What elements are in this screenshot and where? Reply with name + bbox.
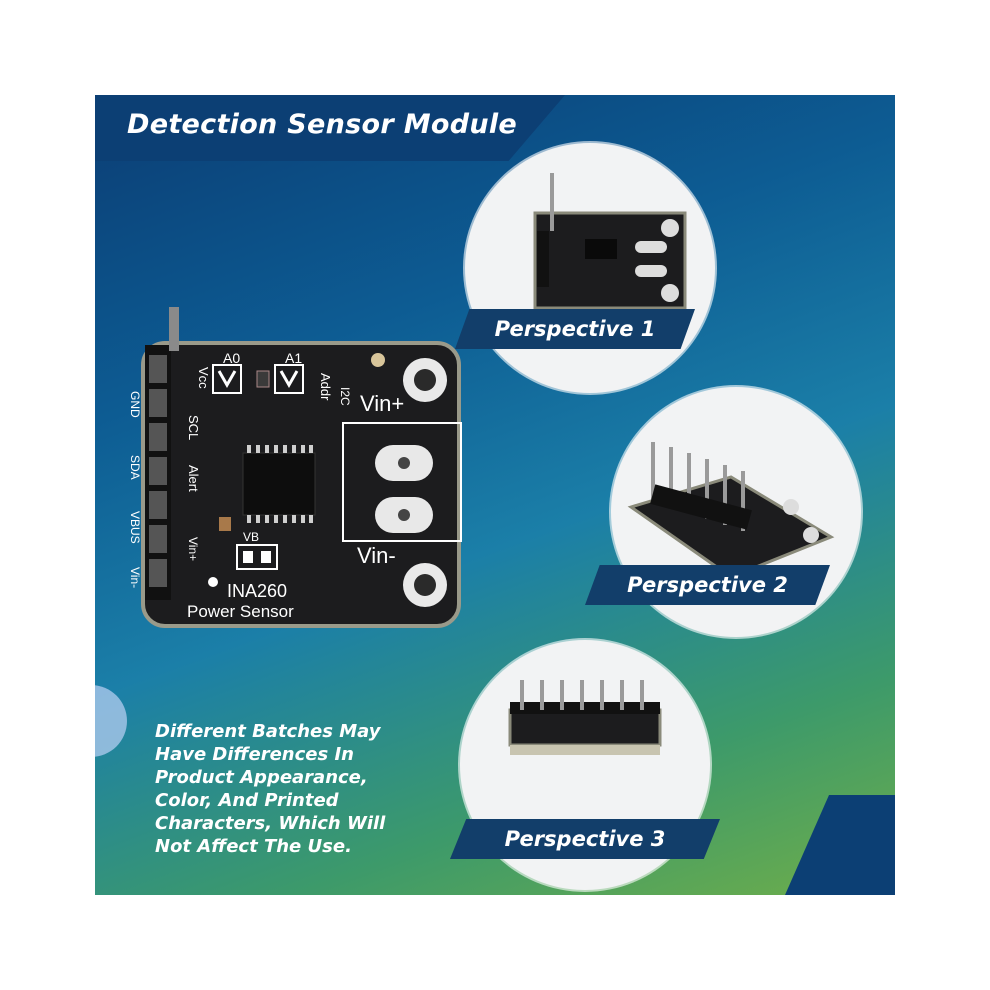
decorative-circle [95,685,127,757]
label-alert: Alert [186,465,201,492]
label-vcc: Vcc [196,367,211,389]
note-line: Product Appearance, [155,767,368,788]
board-view-3 [508,680,662,755]
board-view-2 [627,442,835,579]
label-vin-minus: Vin- [357,543,396,568]
perspective-1-band: Perspective 1 [455,309,695,349]
perspective-1-label: Perspective 1 [494,317,656,341]
jumper-a0 [212,364,242,394]
header-pin [169,307,179,351]
ina260-chip [242,452,316,516]
label-chip-name: INA260 [227,581,287,601]
perspective-2-label: Perspective 2 [627,573,788,597]
product-infographic: Detection Sensor Module [95,95,895,895]
jumper-a1 [274,364,304,394]
perspective-2-band: Perspective 2 [585,565,830,605]
pin-label-vbus: VBUS [128,511,142,544]
disclaimer-note: Different Batches May Have Differences I… [155,720,425,858]
note-line: Have Differences In [155,744,354,765]
decorative-corner [785,795,895,895]
pin-label-sda: SDA [128,455,142,480]
pin-label-vin-minus: Vin- [128,567,142,588]
label-addr: Addr [318,373,333,401]
note-line: Characters, Which Will [155,813,386,834]
label-a0: A0 [223,350,240,366]
page-title: Detection Sensor Module [127,109,518,140]
label-product: Power Sensor [187,602,294,621]
label-vinp-small: Vin+ [186,537,200,561]
label-scl: SCL [186,415,201,440]
perspective-1-image [465,143,715,393]
pin-label-gnd: GND [128,391,142,418]
label-vb: VB [243,530,259,544]
perspective-3-label: Perspective 3 [504,827,666,851]
terminal-outline [342,422,462,542]
label-vin-plus: Vin+ [360,391,404,416]
title-banner [95,95,565,161]
note-line: Color, And Printed [155,790,339,811]
perspective-3-band: Perspective 3 [450,819,720,859]
note-line: Not Affect The Use. [155,836,352,857]
jumper-vb [236,544,278,570]
label-i2c: I2C [338,387,352,406]
note-line: Different Batches May [155,721,381,742]
label-a1: A1 [285,350,302,366]
board-view-1 [533,173,687,310]
ina260-board-image: A0 A1 Vin+ Vin- INA260 Power Sensor VB V… [128,307,462,628]
